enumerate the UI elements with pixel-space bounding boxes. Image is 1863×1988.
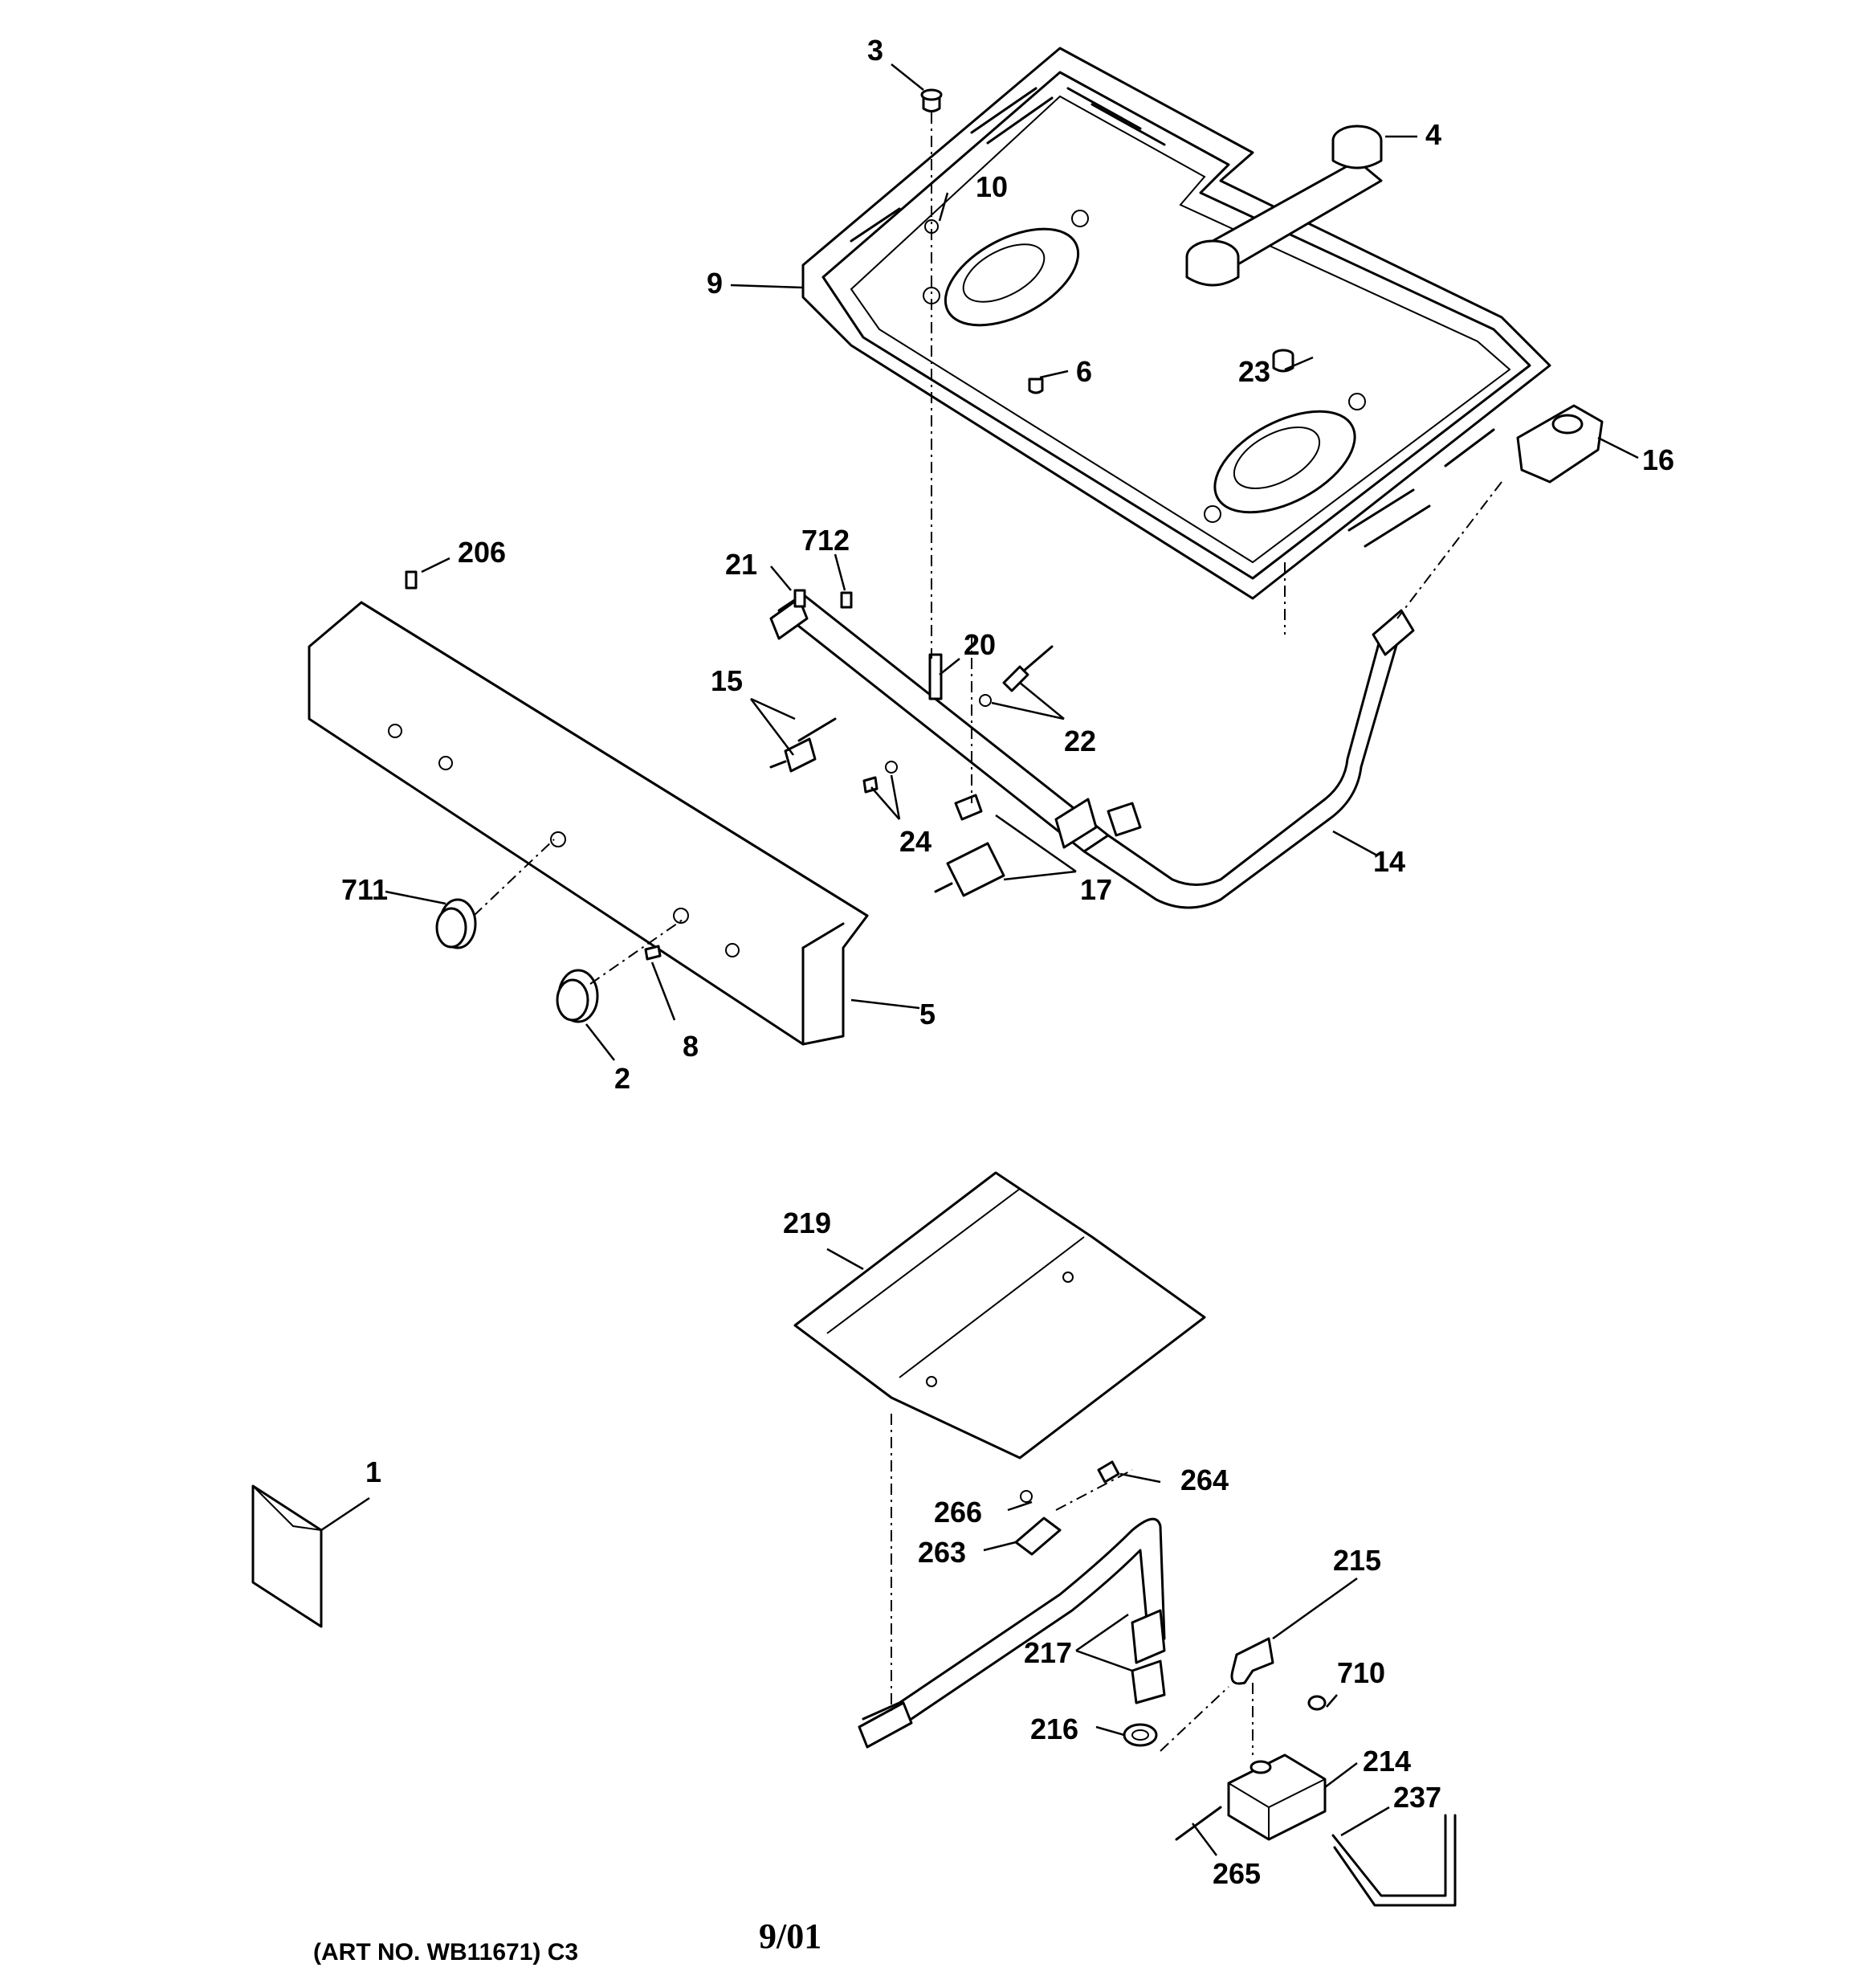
safety-valve-214 — [1227, 1695, 1327, 1841]
callout-1: 1 — [365, 1455, 381, 1488]
callout-265: 265 — [1213, 1857, 1261, 1890]
screw-712 — [840, 591, 853, 609]
control-panel — [308, 601, 869, 1046]
leader-lines — [320, 63, 1639, 1856]
washer-24 — [885, 761, 898, 774]
callout-217: 217 — [1024, 1636, 1072, 1669]
ignitor-22 — [1002, 665, 1029, 692]
callout-6: 6 — [1076, 355, 1092, 388]
control-knob-711 — [435, 898, 477, 949]
screw-21 — [793, 589, 806, 608]
callout-23: 23 — [1238, 355, 1270, 388]
literature-envelope — [251, 1484, 323, 1628]
screw-24 — [862, 776, 879, 794]
callout-17: 17 — [1080, 873, 1112, 906]
bracket-215 — [1230, 1637, 1274, 1685]
callout-16: 16 — [1642, 443, 1674, 476]
callout-24: 24 — [899, 825, 932, 858]
valve-17 — [934, 794, 1005, 897]
callout-2: 2 — [614, 1062, 630, 1095]
callout-14: 14 — [1373, 845, 1405, 878]
callout-10: 10 — [976, 170, 1008, 203]
spud-20 — [928, 653, 943, 700]
callout-712: 712 — [801, 524, 850, 557]
tube-237 — [1331, 1814, 1447, 1897]
callout-labels: 3 10 9 4 6 23 16 206 21 712 20 15 22 24 … — [341, 34, 1674, 1890]
igniter-263 — [1014, 1517, 1062, 1556]
control-knob-2 — [556, 969, 599, 1023]
callout-266: 266 — [934, 1496, 982, 1529]
callout-216: 216 — [1030, 1712, 1078, 1745]
callout-711: 711 — [341, 873, 388, 906]
screw-206 — [405, 570, 418, 590]
callout-22: 22 — [1064, 725, 1096, 757]
callout-20: 20 — [964, 628, 996, 661]
callout-5: 5 — [919, 998, 936, 1031]
callout-3: 3 — [867, 34, 883, 67]
revision-date: 9/01 — [759, 1917, 821, 1956]
connector-264 — [1097, 1460, 1120, 1484]
callout-263: 263 — [918, 1536, 966, 1569]
surface-burner-assembly — [1185, 125, 1383, 287]
callout-9: 9 — [707, 267, 723, 300]
burner-box-pan — [801, 47, 1551, 600]
callout-219: 219 — [783, 1206, 831, 1239]
callout-237: 237 — [1393, 1781, 1441, 1814]
orifice-265 — [1175, 1806, 1222, 1841]
nut-216 — [1123, 1723, 1158, 1747]
orifice-bracket-hole — [1551, 414, 1584, 435]
oven-burner-217 — [858, 1517, 1166, 1749]
screw-266 — [1020, 1490, 1033, 1503]
callout-215: 215 — [1333, 1544, 1381, 1577]
alignment-lines — [473, 112, 1502, 1755]
art-number: (ART NO. WB11671) C3 — [313, 1939, 578, 1966]
callout-710: 710 — [1337, 1656, 1385, 1689]
burner-baffle-219 — [793, 1171, 1206, 1459]
callout-4: 4 — [1425, 118, 1441, 151]
screw-8 — [644, 945, 662, 961]
callout-264: 264 — [1180, 1463, 1229, 1496]
callout-15: 15 — [711, 664, 743, 697]
washer-22 — [979, 694, 992, 707]
callout-8: 8 — [683, 1030, 699, 1063]
callout-21: 21 — [725, 548, 757, 581]
cap-710 — [1307, 1695, 1327, 1711]
valve-15 — [769, 717, 837, 773]
callout-214: 214 — [1363, 1745, 1411, 1778]
callout-206: 206 — [458, 536, 506, 569]
